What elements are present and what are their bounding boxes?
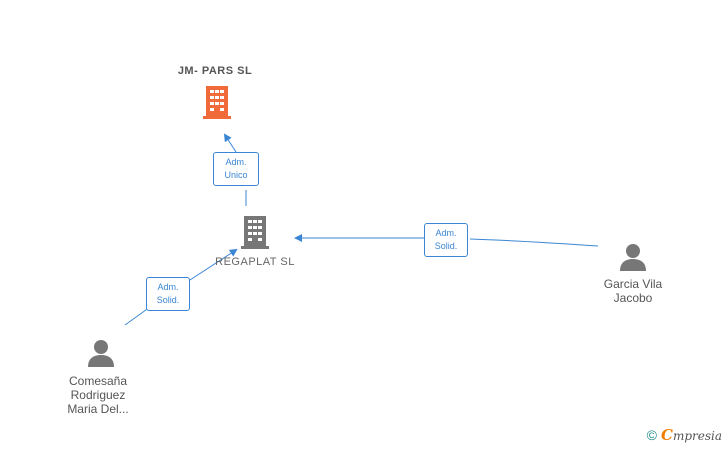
edge-badge-line1: Adm. <box>157 282 179 292</box>
comesana-label[interactable]: Comesaña Rodriguez Maria Del... <box>43 374 153 416</box>
edge-badge-line2: Solid. <box>434 241 458 251</box>
edge-comesana-to-regaplat <box>124 250 236 326</box>
garcia-label[interactable]: Garcia Vila Jacobo <box>578 277 688 305</box>
jm-pars-label[interactable]: JM- PARS SL <box>177 65 253 77</box>
edge-badge-line1: Adm. <box>435 228 457 238</box>
building-icon-jm-pars[interactable] <box>202 84 232 120</box>
edge-badge-adm-solid-garcia[interactable]: Adm. Solid. <box>424 223 468 257</box>
brand-rest: mpresia <box>672 429 722 443</box>
garcia-label-line2: Jacobo <box>613 291 653 305</box>
brand-initial: C <box>660 426 673 444</box>
edge-regaplat-to-jm-pars <box>225 135 247 206</box>
regaplat-label[interactable]: REGAPLAT SL <box>215 256 295 268</box>
edge-badge-adm-solid-comesana[interactable]: Adm. Solid. <box>146 277 190 311</box>
person-icon-garcia[interactable] <box>618 242 648 272</box>
edge-badge-line2: Solid. <box>156 295 180 305</box>
copyright-icon: © <box>646 427 657 443</box>
garcia-label-line1: Garcia Vila <box>603 277 663 291</box>
empresia-brand[interactable]: ©Cmpresia <box>647 426 722 444</box>
edge-garcia-to-regaplat <box>296 238 599 247</box>
comesana-label-line2: Rodriguez <box>70 388 126 402</box>
person-icon-comesana[interactable] <box>86 338 116 368</box>
brand-logo: Cmpresia <box>660 426 722 444</box>
edge-badge-line1: Adm. <box>225 157 247 167</box>
edge-badge-line2: Unico <box>224 170 248 180</box>
comesana-label-line3: Maria Del... <box>67 402 129 416</box>
comesana-label-line1: Comesaña <box>68 374 128 388</box>
edge-badge-adm-unico[interactable]: Adm. Unico <box>213 152 259 186</box>
building-icon-regaplat[interactable] <box>240 214 270 250</box>
